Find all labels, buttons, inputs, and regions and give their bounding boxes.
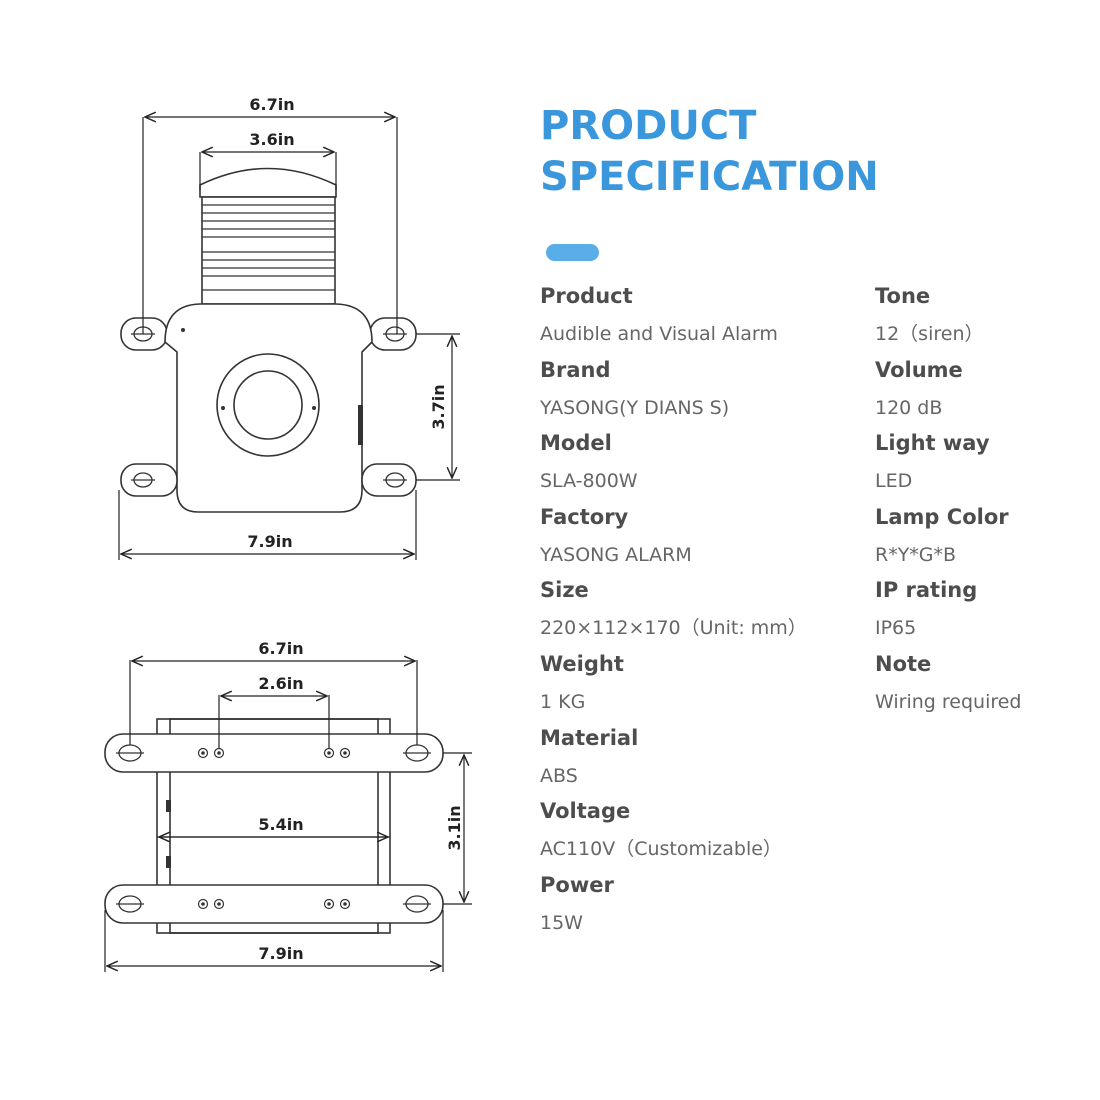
dim-front-overall-bottom: 7.9in [247, 532, 292, 551]
spec-label: Volume [875, 357, 963, 382]
front-view-dimension-labels: 6.7in 3.6in 3.7in 7.9in [247, 95, 448, 551]
spec-label: Weight [540, 651, 624, 676]
spec-item: Tone 12（siren） [875, 280, 1095, 354]
bottom-view-dimension-labels: 6.7in 2.6in 5.4in 3.1in 7.9in [258, 639, 464, 963]
spec-label: Material [540, 725, 639, 750]
spec-value: YASONG ALARM [540, 543, 692, 566]
spec-label: Size [540, 578, 589, 603]
spec-value: YASONG(Y DIANS S) [540, 396, 730, 419]
spec-label: Product [540, 284, 633, 308]
spec-item: Weight 1 KG [540, 648, 860, 722]
spec-label: Light way [875, 431, 990, 456]
spec-item: Volume 120 dB [875, 354, 1095, 428]
front-view-dimensions [118, 117, 460, 560]
dim-bottom-depth: 3.1in [445, 805, 464, 850]
spec-value: Wiring required [875, 690, 1022, 713]
spec-value: 220×112×170（Unit: mm） [540, 617, 807, 640]
title-line-2: SPECIFICATION [540, 154, 879, 200]
spec-label: Lamp Color [875, 504, 1009, 529]
dim-bottom-inner-width: 5.4in [258, 815, 303, 834]
front-view [120, 167, 417, 513]
spec-label: Factory [540, 504, 629, 529]
dim-front-overall-top: 6.7in [249, 95, 294, 114]
spec-item: Size 220×112×170（Unit: mm） [540, 574, 860, 648]
spec-value: 1 KG [540, 690, 586, 713]
spec-label: Power [540, 872, 614, 897]
spec-label: Model [540, 431, 612, 456]
spec-value: 15W [540, 911, 583, 934]
spec-value: IP65 [875, 617, 917, 640]
title-line-1: PRODUCT [540, 103, 757, 149]
dim-front-height: 3.7in [429, 384, 448, 429]
spec-item: Power 15W [540, 869, 860, 943]
spec-value: LED [875, 470, 913, 493]
dim-bottom-overall-top: 6.7in [258, 639, 303, 658]
spec-value: R*Y*G*B [875, 543, 957, 566]
bottom-view-dimensions [104, 660, 472, 972]
spec-value: Audible and Visual Alarm [540, 323, 778, 345]
accent-pill [546, 244, 599, 261]
spec-value: SLA-800W [540, 470, 638, 493]
spec-label: Note [875, 651, 932, 676]
dim-bottom-overall-bottom: 7.9in [258, 944, 303, 963]
spec-value: 120 dB [875, 396, 943, 419]
spec-label: Voltage [540, 799, 631, 824]
spec-value: 12（siren） [875, 323, 984, 345]
spec-label: Brand [540, 357, 611, 382]
dim-front-lamp-width: 3.6in [249, 130, 294, 149]
spec-label: IP rating [875, 578, 978, 603]
spec-label: Tone [875, 284, 931, 308]
spec-value: AC110V（Customizable） [540, 838, 782, 861]
spec-value: ABS [540, 764, 578, 787]
dim-bottom-hole-spacing: 2.6in [258, 674, 303, 693]
